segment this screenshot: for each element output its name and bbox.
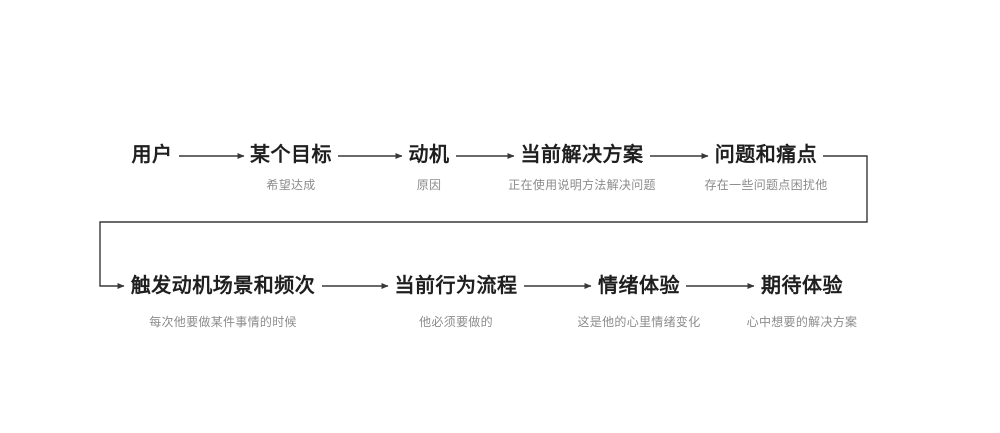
arrow-painpoints-to-trigger-wrap — [99, 155, 868, 289]
node-subtitle: 心中想要的解决方案 — [746, 315, 858, 329]
node-subtitle: 这是他的心里情绪变化 — [577, 315, 701, 329]
node-current-behavior-flow: 当前行为流程 他必须要做的 — [395, 274, 518, 330]
node-subtitle: 希望达成 — [266, 178, 316, 192]
node-problems-pain-points: 问题和痛点 存在一些问题点困扰他 — [704, 143, 827, 193]
node-user: 用户 — [132, 143, 173, 167]
node-title: 期待体验 — [760, 275, 843, 297]
node-title: 某个目标 — [250, 144, 332, 166]
node-goal: 某个目标 希望达成 — [250, 143, 332, 193]
node-subtitle: 每次他要做某件事情的时候 — [149, 315, 297, 329]
node-subtitle: 他必须要做的 — [419, 315, 493, 329]
node-title: 动机 — [408, 144, 450, 166]
node-subtitle: 原因 — [416, 178, 442, 192]
node-title: 触发动机场景和频次 — [130, 275, 316, 297]
node-motivation: 动机 原因 — [409, 143, 450, 193]
node-trigger-scene-frequency: 触发动机场景和频次 每次他要做某件事情的时候 — [131, 274, 316, 330]
node-title: 问题和痛点 — [714, 144, 818, 166]
node-title: 情绪体验 — [597, 275, 680, 297]
node-title: 用户 — [131, 144, 173, 166]
node-subtitle: 存在一些问题点困扰他 — [704, 178, 828, 192]
node-title: 当前行为流程 — [394, 275, 518, 297]
node-expected-experience: 期待体验 心中想要的解决方案 — [747, 274, 858, 330]
node-title: 当前解决方案 — [520, 144, 644, 166]
node-current-solution: 当前解决方案 正在使用说明方法解决问题 — [508, 143, 656, 193]
node-emotional-experience: 情绪体验 这是他的心里情绪变化 — [577, 274, 700, 330]
node-subtitle: 正在使用说明方法解决问题 — [508, 178, 656, 192]
